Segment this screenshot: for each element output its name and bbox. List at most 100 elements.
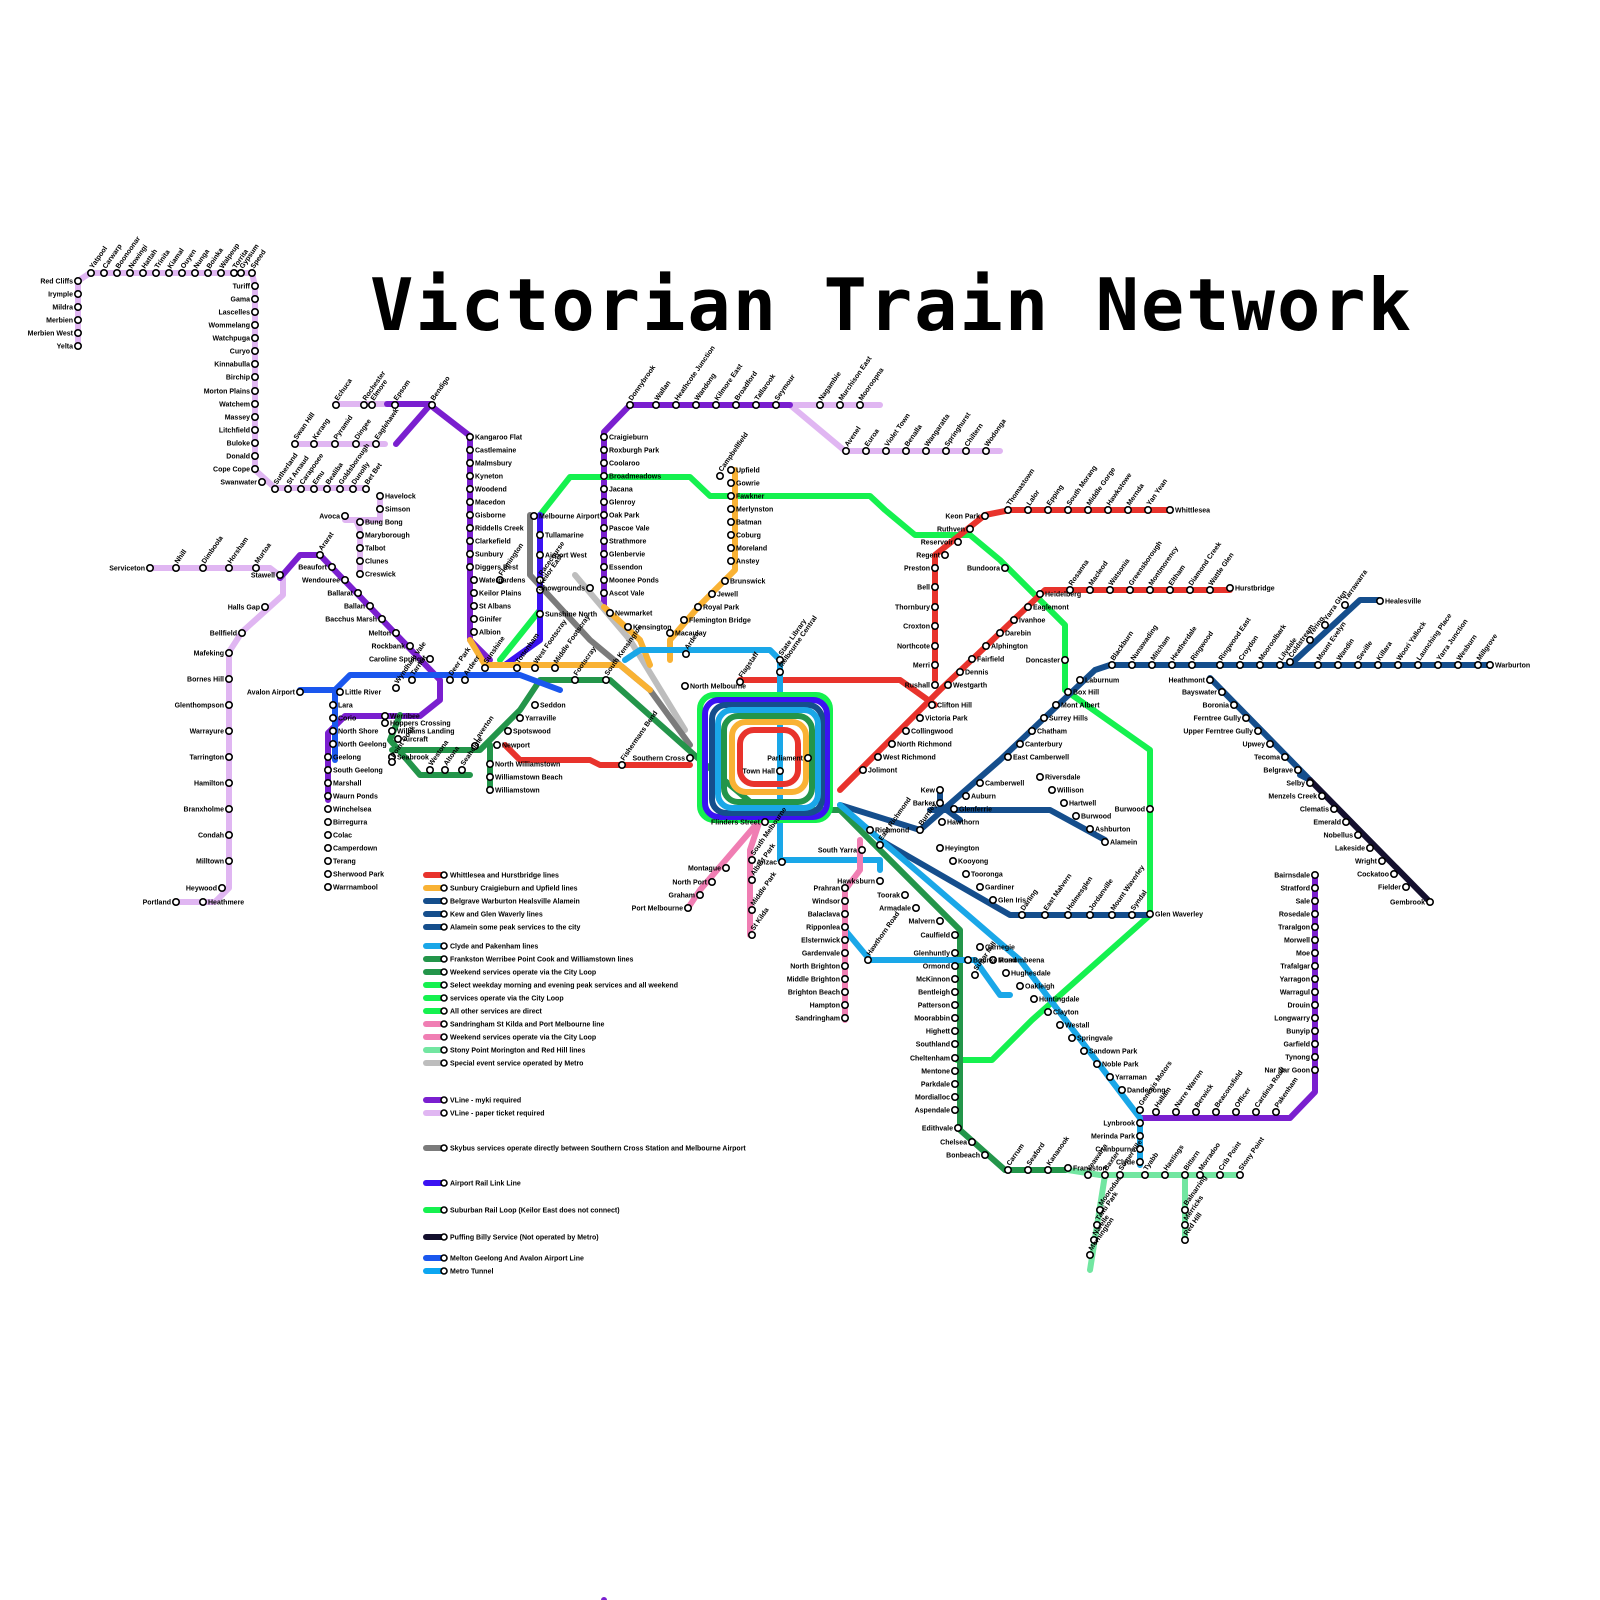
station-dot-heyington[interactable] bbox=[937, 845, 943, 851]
station-dot-heatherdale[interactable] bbox=[1169, 662, 1175, 668]
station-dot-spotswood[interactable] bbox=[505, 728, 511, 734]
station-dot-thornbury[interactable] bbox=[932, 604, 938, 610]
station-dot-bourke-road[interactable] bbox=[965, 957, 971, 963]
station-dot-armadale[interactable] bbox=[913, 905, 919, 911]
station-dot-waurn-ponds[interactable] bbox=[325, 793, 331, 799]
station-dot-emu[interactable] bbox=[311, 486, 317, 492]
station-dot-warrnambool[interactable] bbox=[325, 884, 331, 890]
station-dot-albert-park[interactable] bbox=[749, 877, 755, 883]
station-dot-middle-brighton[interactable] bbox=[842, 976, 848, 982]
station-dot-yarraman[interactable] bbox=[1107, 1074, 1113, 1080]
station-dot-yarraville[interactable] bbox=[517, 715, 523, 721]
station-dot-arden[interactable] bbox=[683, 651, 689, 657]
station-dot-little-river[interactable] bbox=[337, 689, 343, 695]
station-dot-ascot-vale[interactable] bbox=[601, 590, 607, 596]
station-dot-footscray[interactable] bbox=[572, 677, 578, 683]
station-dot-camberwell[interactable] bbox=[977, 780, 983, 786]
station-dot-woodend[interactable] bbox=[467, 486, 473, 492]
station-dot-ruthven[interactable] bbox=[967, 526, 973, 532]
station-dot-drouin[interactable] bbox=[1312, 1002, 1318, 1008]
station-dot-fishermans-bend[interactable] bbox=[619, 762, 625, 768]
station-dot-south-melbourne[interactable] bbox=[749, 857, 755, 863]
station-dot-eaglehawk[interactable] bbox=[373, 441, 379, 447]
station-dot-newmarket[interactable] bbox=[607, 610, 613, 616]
station-dot-glenferrie[interactable] bbox=[951, 806, 957, 812]
station-dot-kyneton[interactable] bbox=[467, 473, 473, 479]
station-dot-boronia[interactable] bbox=[1231, 702, 1237, 708]
station-dot-alphington[interactable] bbox=[983, 643, 989, 649]
station-dot-condah[interactable] bbox=[226, 832, 232, 838]
station-dot-moreland[interactable] bbox=[728, 545, 734, 551]
station-dot-killara[interactable] bbox=[1375, 662, 1381, 668]
station-dot-diggers-rest[interactable] bbox=[467, 564, 473, 570]
station-dot-south-yarra[interactable] bbox=[859, 847, 865, 853]
station-dot-seville[interactable] bbox=[1355, 662, 1361, 668]
station-dot-ashburton[interactable] bbox=[1087, 826, 1093, 832]
station-dot-caulfield[interactable] bbox=[952, 932, 958, 938]
station-dot-sandown-park[interactable] bbox=[1081, 1048, 1087, 1054]
station-dot-box-hill[interactable] bbox=[1065, 689, 1071, 695]
station-dot-narre-warren[interactable] bbox=[1173, 1109, 1179, 1115]
station-dot-heathmere[interactable] bbox=[200, 899, 206, 905]
station-dot-clyde[interactable] bbox=[1137, 1159, 1143, 1165]
station-dot-officer[interactable] bbox=[1233, 1109, 1239, 1115]
station-dot-beaconsfield[interactable] bbox=[1213, 1109, 1219, 1115]
station-dot-victoria-park[interactable] bbox=[917, 715, 923, 721]
station-dot-bairnsdale[interactable] bbox=[1312, 872, 1318, 878]
station-dot-frankston[interactable] bbox=[1065, 1165, 1071, 1171]
station-dot-fielder[interactable] bbox=[1403, 884, 1409, 890]
station-dot-oak-park[interactable] bbox=[601, 512, 607, 518]
station-dot-jewell[interactable] bbox=[709, 591, 715, 597]
station-dot-st-arnaud[interactable] bbox=[285, 486, 291, 492]
station-dot-rochester[interactable] bbox=[361, 402, 367, 408]
station-dot-ripponlea[interactable] bbox=[842, 924, 848, 930]
station-dot-heathmont[interactable] bbox=[1207, 677, 1213, 683]
station-dot-town-hall[interactable] bbox=[777, 768, 783, 774]
station-dot-canterbury[interactable] bbox=[1017, 741, 1023, 747]
station-dot-brunswick[interactable] bbox=[722, 578, 728, 584]
station-dot-dingee[interactable] bbox=[353, 441, 359, 447]
station-dot-mont-albert[interactable] bbox=[1053, 702, 1059, 708]
station-dot-ringwood-east[interactable] bbox=[1217, 662, 1223, 668]
station-dot-glenhuntly[interactable] bbox=[952, 950, 958, 956]
station-dot-euroa[interactable] bbox=[863, 448, 869, 454]
station-dot-north-port[interactable] bbox=[709, 879, 715, 885]
station-dot-goldsborough[interactable] bbox=[337, 486, 343, 492]
station-dot-kiamal[interactable] bbox=[166, 270, 172, 276]
station-dot-nowingi[interactable] bbox=[127, 270, 133, 276]
station-dot-elsternwick[interactable] bbox=[842, 937, 848, 943]
station-dot-castlemaine[interactable] bbox=[467, 447, 473, 453]
station-dot-watergardens[interactable] bbox=[471, 577, 477, 583]
station-dot-reservoir[interactable] bbox=[955, 539, 961, 545]
station-dot-clematis[interactable] bbox=[1331, 806, 1337, 812]
station-dot-bealiba[interactable] bbox=[324, 486, 330, 492]
station-dot-doncaster[interactable] bbox=[1062, 657, 1068, 663]
station-dot-glen-waverley[interactable] bbox=[1147, 911, 1153, 917]
station-dot-bellfield[interactable] bbox=[239, 630, 245, 636]
station-dot-hawthorn[interactable] bbox=[939, 819, 945, 825]
station-dot-seymour[interactable] bbox=[773, 402, 779, 408]
station-dot-prahran[interactable] bbox=[842, 885, 848, 891]
station-dot-swan-hill[interactable] bbox=[292, 441, 298, 447]
station-dot-elmore[interactable] bbox=[369, 402, 375, 408]
station-dot-ginifer[interactable] bbox=[471, 616, 477, 622]
station-dot-creswick[interactable] bbox=[357, 571, 363, 577]
station-dot-millgrove[interactable] bbox=[1475, 662, 1481, 668]
station-dot-chiltern[interactable] bbox=[963, 448, 969, 454]
station-dot-nunga[interactable] bbox=[192, 270, 198, 276]
station-dot-benalla[interactable] bbox=[903, 448, 909, 454]
station-dot-albion[interactable] bbox=[471, 629, 477, 635]
station-dot-avoca[interactable] bbox=[342, 513, 348, 519]
station-dot-southland[interactable] bbox=[952, 1041, 958, 1047]
station-dot-mount-evelyn[interactable] bbox=[1315, 662, 1321, 668]
station-dot-east-richmond[interactable] bbox=[877, 842, 883, 848]
station-dot-turiff[interactable] bbox=[252, 283, 258, 289]
station-dot-malvern[interactable] bbox=[937, 918, 943, 924]
station-dot-ballarat[interactable] bbox=[355, 590, 361, 596]
station-dot-lalor[interactable] bbox=[1025, 507, 1031, 513]
station-dot-mount-waverley[interactable] bbox=[1109, 912, 1115, 918]
station-dot-dimboola[interactable] bbox=[200, 565, 206, 571]
station-dot-broadmeadows[interactable] bbox=[601, 473, 607, 479]
station-dot-curyo[interactable] bbox=[252, 348, 258, 354]
station-dot-echuca[interactable] bbox=[333, 402, 339, 408]
